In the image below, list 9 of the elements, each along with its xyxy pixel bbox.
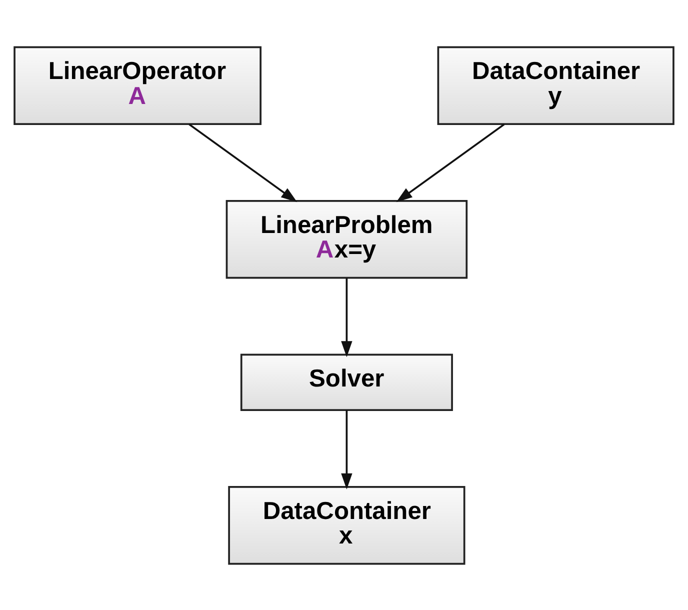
node-box: LinearOperator A — [14, 46, 262, 124]
arrow — [341, 410, 352, 489]
arrow — [341, 278, 352, 357]
arrow — [188, 123, 298, 202]
node-box: LinearProblem Ax=y — [226, 200, 468, 278]
node-box: DataContainer y — [437, 46, 674, 124]
node-box: DataContainer x — [228, 486, 466, 564]
node-box: Solver — [240, 353, 453, 410]
arrow — [396, 123, 505, 202]
